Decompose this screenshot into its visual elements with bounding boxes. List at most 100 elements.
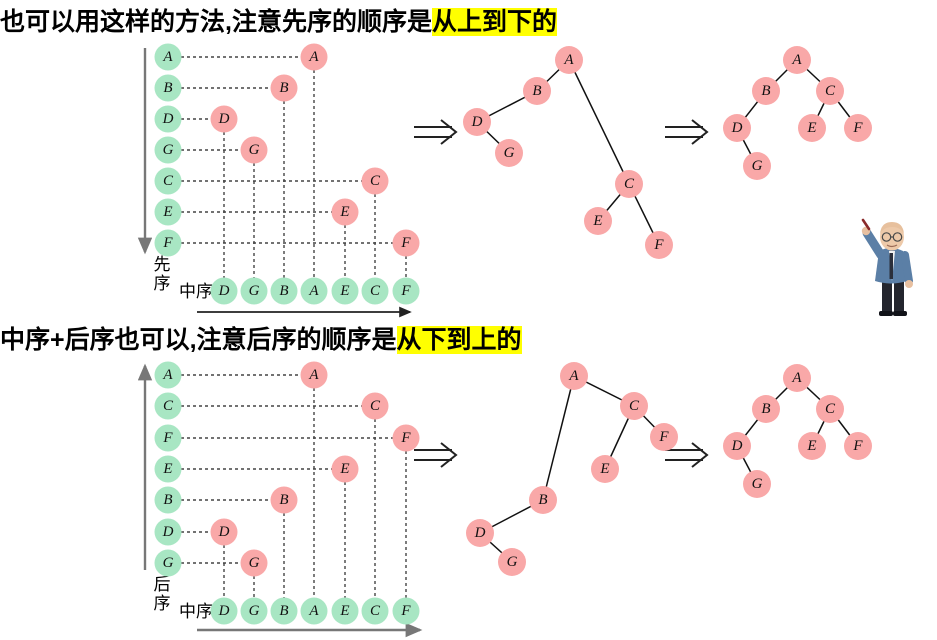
row2-arrow-1-implies [414,442,458,468]
panel1-inorder-node-C: C [361,277,389,305]
tree_row1_middle-node-A: A [555,46,583,74]
tree_row1_right-node-C: C [816,77,844,105]
tree_row2_middle-node-D: D [466,519,494,547]
tree_row1_middle-edge-A-C [568,59,630,185]
panel2-inorder-node-D: D [210,597,238,625]
panel1-mapped-node-E: E [331,198,359,226]
svg-text:D: D [218,283,230,299]
row2-arrow-2-implies [665,442,709,468]
tree_row2_middle-node-G: G [498,548,526,576]
svg-text:F: F [162,430,173,446]
panel2-inorder-node-G: G [240,597,268,625]
panel1-mapped-node-A: A [300,43,328,71]
tree_row1_middle-node-B: B [523,77,551,105]
svg-text:A: A [308,49,319,65]
panel1-order-node-F: F [154,229,182,257]
tree_row2_middle-node-F: F [650,423,678,451]
svg-text:B: B [163,492,172,508]
panel1-inorder-node-B: B [270,277,298,305]
svg-text:E: E [162,204,172,220]
svg-text:F: F [162,235,173,251]
panel2-mapped-node-C: C [361,392,389,420]
tree_row1_right-node-D: D [723,114,751,142]
svg-text:E: E [339,204,349,220]
svg-text:G: G [249,555,260,571]
svg-text:D: D [218,111,230,127]
panel2-order-node-F: F [154,424,182,452]
svg-text:E: E [339,283,349,299]
svg-text:B: B [279,492,288,508]
panel1-inorder-axis-label: 中序 [179,282,213,301]
svg-text:G: G [249,283,260,299]
panel1-order-axis-label: 序 [154,274,171,293]
tree_row1_middle-node-G: G [495,139,523,167]
svg-text:C: C [370,173,381,189]
svg-text:C: C [163,398,174,414]
svg-text:E: E [806,438,816,454]
svg-text:G: G [507,554,518,570]
panel2-mapped-node-F: F [392,424,420,452]
svg-text:G: G [249,603,260,619]
tree_row1_right-node-A: A [783,46,811,74]
svg-text:B: B [163,80,172,96]
panel2-inorder-node-E: E [331,597,359,625]
panel2-inorder-node-B: B [270,597,298,625]
tree_row1_middle-node-D: D [463,108,491,136]
panel2-inorder-axis-label: 中序 [179,602,213,621]
tree_row2_middle-node-E: E [591,455,619,483]
panel2-inorder-node-A: A [300,597,328,625]
svg-text:F: F [852,120,863,136]
svg-text:B: B [279,603,288,619]
svg-text:C: C [825,401,836,417]
svg-text:A: A [563,52,574,68]
svg-text:D: D [162,111,174,127]
panel1-inorder-node-E: E [331,277,359,305]
svg-text:C: C [370,283,381,299]
panel1-inorder-node-D: D [210,277,238,305]
svg-text:F: F [658,429,669,445]
tree_row2_right-node-B: B [752,395,780,423]
panel1-mapped-node-C: C [361,167,389,195]
panel1-order-node-D: D [154,105,182,133]
svg-text:B: B [761,401,770,417]
teacher-illustration [861,218,913,316]
title-1-highlighted-text: 从上到下的 [431,8,557,36]
svg-text:C: C [163,173,174,189]
svg-text:A: A [791,52,802,68]
panel1-mapped-node-B: B [270,74,298,102]
svg-text:C: C [629,398,640,414]
svg-text:D: D [162,524,174,540]
svg-text:E: E [806,120,816,136]
tree_row2_right-node-F: F [844,432,872,460]
panel1-order-node-E: E [154,198,182,226]
panel1-mapped-node-F: F [392,229,420,257]
svg-text:A: A [162,49,173,65]
tree_row2_right-node-E: E [798,432,826,460]
page-title-line-2: 中序+后序也可以,注意后序的顺序是从下到上的 [0,320,522,356]
panel2-order-axis-label: 序 [154,594,171,613]
title-1-plain-text: 也可以用这样的方法,注意先序的顺序是 [0,8,432,36]
row1-arrow-1-implies [414,119,458,145]
tree_row1_middle-node-E: E [584,207,612,235]
svg-text:F: F [852,438,863,454]
panel2-mapped-node-B: B [270,486,298,514]
svg-text:A: A [162,367,173,383]
svg-text:A: A [308,367,319,383]
svg-text:B: B [761,83,770,99]
row1-arrow-2-implies [665,119,709,145]
panel2-mapped-node-A: A [300,361,328,389]
svg-text:B: B [279,80,288,96]
title-2-highlighted-text: 从下到上的 [396,326,522,354]
tree_row2_right-node-D: D [723,432,751,460]
svg-text:F: F [400,283,411,299]
svg-text:B: B [279,283,288,299]
svg-text:F: F [400,235,411,251]
